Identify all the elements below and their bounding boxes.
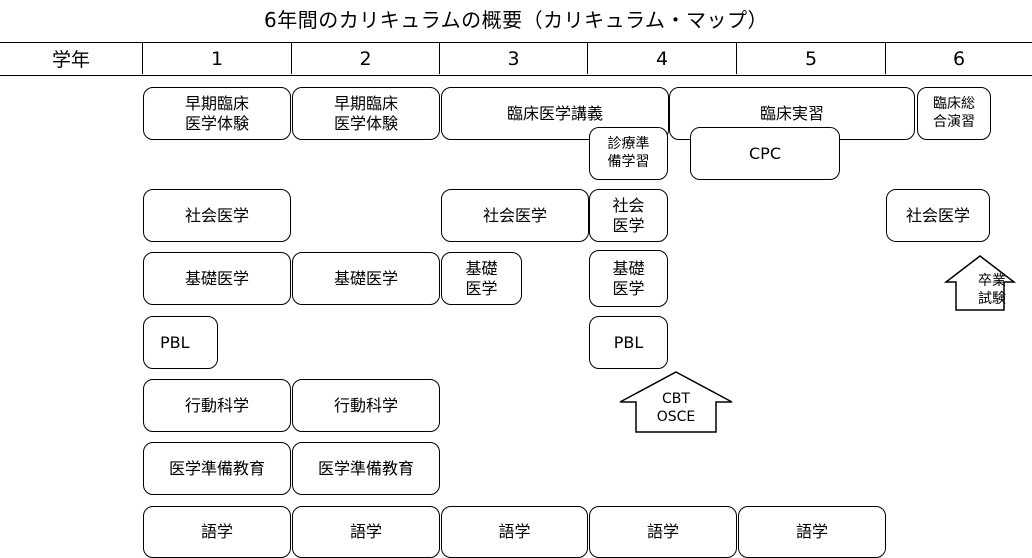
social-medicine-box-year3: 社会医学 <box>441 189 589 242</box>
language-box-year2: 語学 <box>292 506 440 558</box>
graduation-exam-arrow-icon <box>944 255 1016 311</box>
year-5-header: 5 <box>737 43 886 74</box>
early-clinical-box-year2: 早期臨床 医学体験 <box>292 87 440 140</box>
year-4-header: 4 <box>588 43 737 74</box>
year-header-row: 学年 1 2 3 4 5 6 <box>0 42 1032 76</box>
basic-medicine-box-year3: 基礎 医学 <box>441 252 522 305</box>
basic-medicine-box-year4: 基礎 医学 <box>589 250 668 307</box>
social-medicine-box-year6: 社会医学 <box>886 189 990 242</box>
language-box-year5: 語学 <box>738 506 886 558</box>
cpc-box: CPC <box>690 127 840 180</box>
language-box-year4: 語学 <box>589 506 737 558</box>
basic-medicine-box-year2: 基礎医学 <box>292 252 440 305</box>
language-box-year3: 語学 <box>441 506 588 558</box>
pbl-box-year4: PBL <box>589 316 668 369</box>
social-medicine-box-year1: 社会医学 <box>143 189 291 242</box>
language-box-year1: 語学 <box>143 506 291 558</box>
social-medicine-box-year4: 社会 医学 <box>589 189 668 242</box>
year-6-header: 6 <box>952 47 966 70</box>
graduation-exam-label: 卒業 試験 <box>978 273 1006 308</box>
early-clinical-box-year1: 早期臨床 医学体験 <box>143 87 291 140</box>
pre-clinical-study-box: 診療準 備学習 <box>589 127 668 180</box>
basic-medicine-box-year1: 基礎医学 <box>143 252 291 305</box>
year-header-label: 学年 <box>0 43 143 74</box>
page-title: 6年間のカリキュラムの概要（カリキュラム・マップ） <box>263 8 769 32</box>
clinical-lecture-box: 臨床医学講義 <box>441 87 669 140</box>
year-3-header: 3 <box>440 43 588 74</box>
cbt-osce-arrow-icon <box>619 371 733 433</box>
pbl-box-year1: PBL <box>143 316 218 369</box>
behavioral-science-box-year2: 行動科学 <box>292 379 440 432</box>
premedical-education-box-year1: 医学準備教育 <box>143 442 291 495</box>
premedical-education-box-year2: 医学準備教育 <box>292 442 440 495</box>
year-2-header: 2 <box>292 43 440 74</box>
behavioral-science-box-year1: 行動科学 <box>143 379 291 432</box>
comprehensive-exercise-box: 臨床総 合演習 <box>917 87 991 140</box>
year-1-header: 1 <box>143 43 292 74</box>
cbt-osce-label: CBT OSCE <box>656 391 696 426</box>
